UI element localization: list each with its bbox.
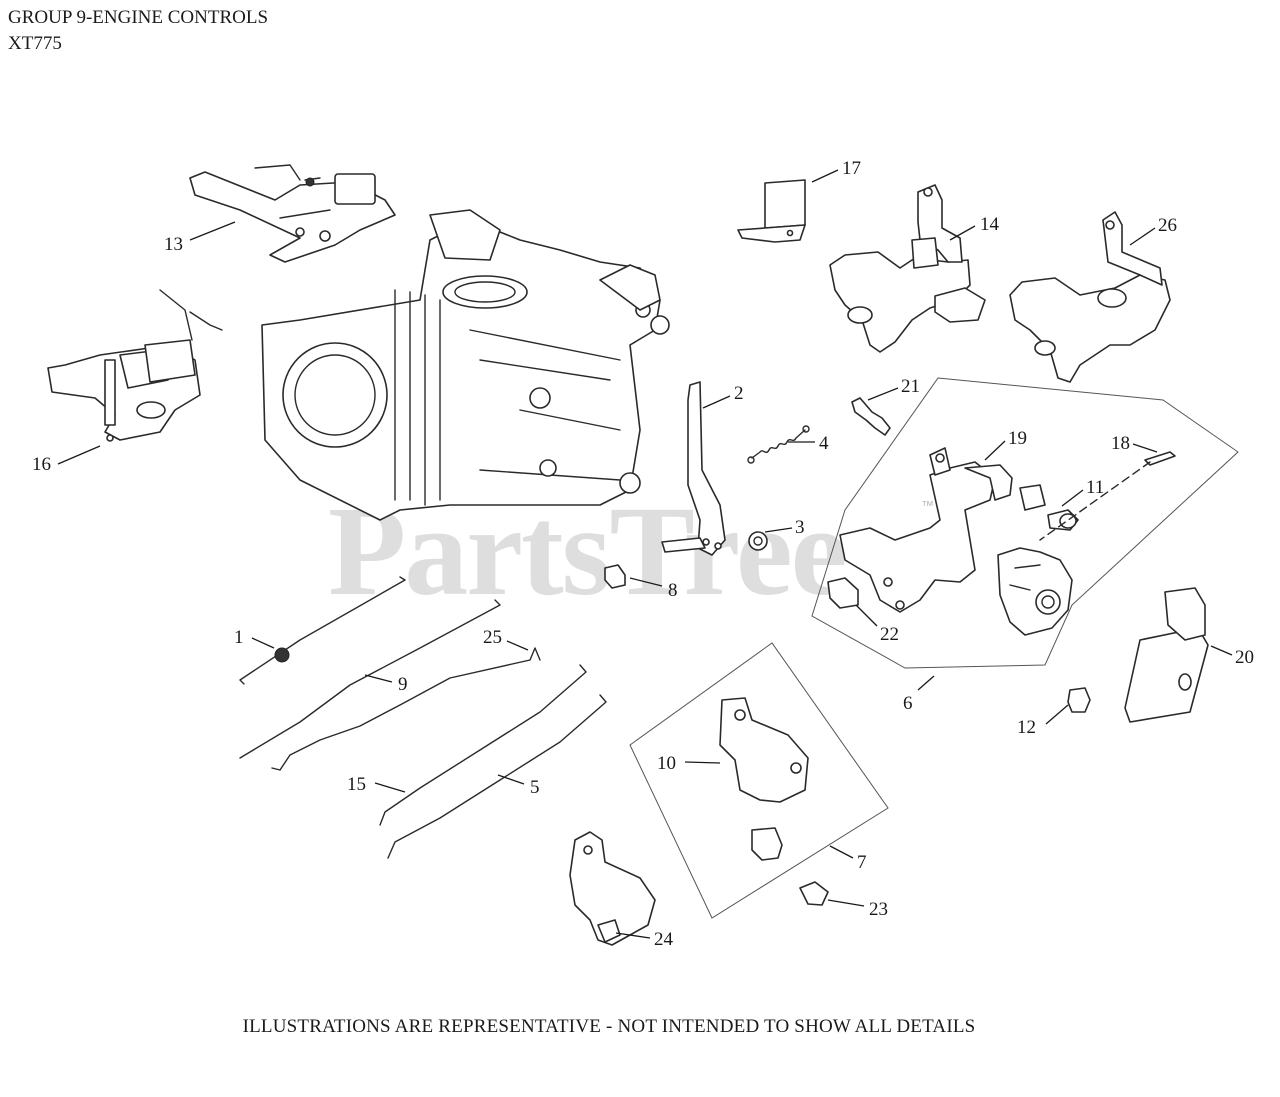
engine-block-part <box>261 209 670 521</box>
part-5-rod <box>387 694 607 859</box>
callout-24: 24 <box>654 929 674 950</box>
callout-2: 2 <box>734 383 744 404</box>
part-26-bracket <box>1009 211 1171 383</box>
callout-26: 26 <box>1158 215 1177 236</box>
callout-12: 12 <box>1017 717 1036 738</box>
callout-14: 14 <box>980 214 1000 235</box>
part-13-bracket <box>189 164 396 263</box>
callout-6: 6 <box>903 693 913 714</box>
part-1-rod <box>239 576 406 685</box>
callout-13: 13 <box>164 234 183 255</box>
callout-1: 1 <box>234 627 244 648</box>
callout-19: 19 <box>1008 428 1027 449</box>
part-14-bracket <box>829 184 986 353</box>
leader-lines <box>57 169 1233 939</box>
callout-5: 5 <box>530 777 540 798</box>
part-9-rod <box>239 599 501 759</box>
callout-25: 25 <box>483 627 502 648</box>
clip-part <box>751 827 783 861</box>
part-10-bracket <box>719 697 809 803</box>
callout-9: 9 <box>398 674 408 695</box>
callout-20: 20 <box>1235 647 1254 668</box>
callout-16: 16 <box>32 454 51 475</box>
callout-8: 8 <box>668 580 678 601</box>
callout-23: 23 <box>869 899 888 920</box>
callout-7: 7 <box>857 852 867 873</box>
diagram-title: GROUP 9-ENGINE CONTROLS <box>8 7 269 28</box>
callout-15: 15 <box>347 774 366 795</box>
model-number: XT775 <box>8 33 62 54</box>
part-25-rod <box>271 647 541 771</box>
callout-17: 17 <box>842 158 861 179</box>
part-11-bolt <box>1019 484 1079 531</box>
actuator-assembly <box>997 547 1073 636</box>
part-12-screw <box>1067 687 1091 713</box>
part-18-pin <box>1039 451 1176 541</box>
part-15-rod <box>379 664 587 826</box>
callout-3: 3 <box>795 517 805 538</box>
disclaimer-footer: ILLUSTRATIONS ARE REPRESENTATIVE - NOT I… <box>242 1016 976 1037</box>
callout-4: 4 <box>819 433 829 454</box>
part-22-clip <box>827 577 859 609</box>
callout-11: 11 <box>1086 477 1104 498</box>
part-21-screw <box>851 397 891 436</box>
part-24-bracket <box>569 831 656 946</box>
callout-18: 18 <box>1111 433 1130 454</box>
group-outline-7 <box>629 642 889 919</box>
callout-10: 10 <box>657 753 676 774</box>
watermark-trademark: ™ <box>921 498 934 513</box>
part-4-spring <box>747 425 810 464</box>
callout-22: 22 <box>880 624 899 645</box>
callout-21: 21 <box>901 376 920 397</box>
group-outline-6 <box>811 377 1239 669</box>
part-23-clamp <box>799 881 829 906</box>
part-8-block <box>604 564 626 589</box>
part-20-cover <box>1124 587 1209 723</box>
part-3-bushing <box>748 531 768 551</box>
part-16-control-bracket <box>47 289 223 442</box>
part-19-bracket <box>839 447 1013 613</box>
part-17-plate <box>737 179 806 243</box>
part-2-governor-lever <box>661 381 726 556</box>
